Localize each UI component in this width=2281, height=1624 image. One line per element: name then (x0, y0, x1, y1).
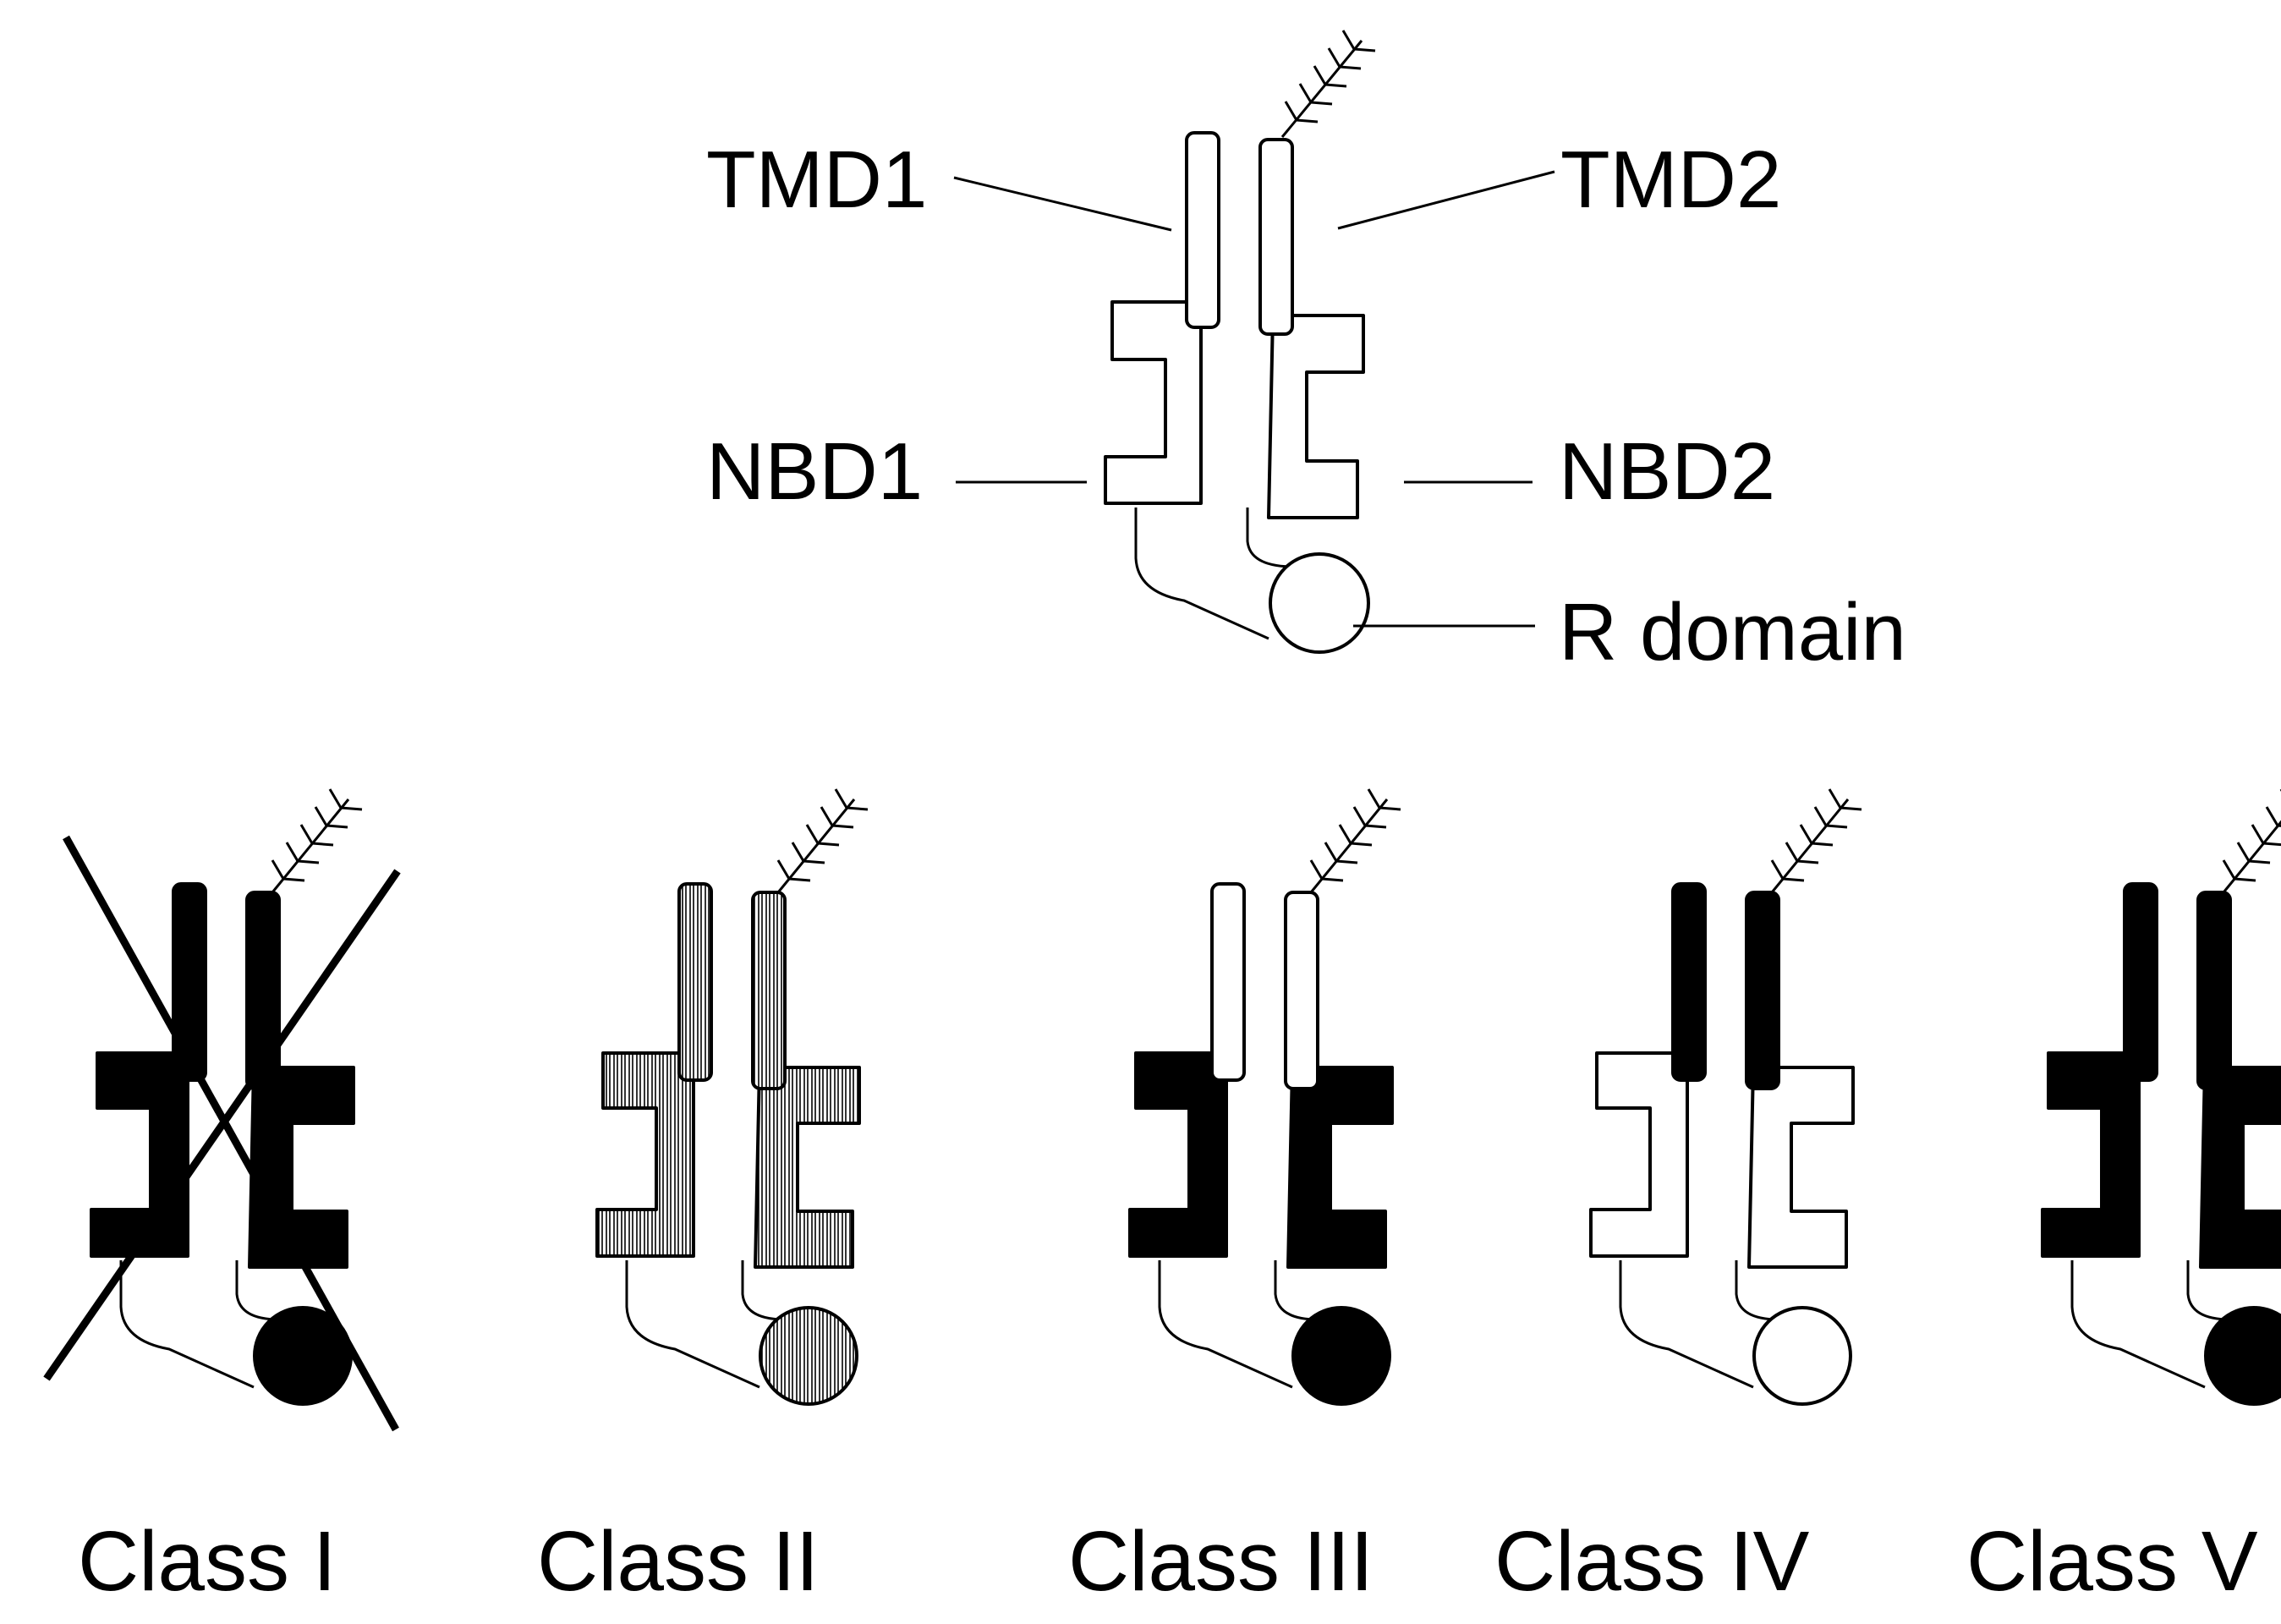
class-2-schematic (595, 788, 869, 1406)
class-5-schematic (2041, 789, 2281, 1406)
tmd2-shape (245, 891, 281, 1090)
glycosylation-tree-icon (1280, 30, 1376, 138)
nbd1-shape (1128, 1051, 1228, 1258)
nbd1-label: NBD1 (706, 426, 923, 517)
class-4-label: Class IV (1494, 1514, 1810, 1609)
glycosylation-tree-icon (773, 788, 869, 897)
nbd1-shape (1589, 1051, 1689, 1258)
nbd2-shape (1286, 1066, 1394, 1269)
tmd2-shape (1258, 138, 1294, 336)
tmd1-label: TMD1 (706, 134, 927, 225)
class-2-label: Class II (537, 1514, 819, 1609)
class-3-schematic (1128, 788, 1401, 1406)
glycosylation-tree-icon (1767, 788, 1862, 897)
tmd1-shape (172, 882, 207, 1082)
tmd2-shape (1284, 891, 1319, 1090)
tmd2-shape (1745, 891, 1780, 1090)
cross-out-line (63, 835, 399, 1432)
tmd2-shape (2196, 891, 2232, 1090)
tmd2-shape (751, 891, 787, 1090)
class-5-label: Class V (1966, 1514, 2258, 1609)
class-1-label: Class I (78, 1514, 337, 1609)
tmd1-shape (1210, 882, 1246, 1082)
glycosylation-tree-icon (1306, 788, 1401, 897)
nbd1-shape (595, 1051, 695, 1258)
tmd2-label: TMD2 (1560, 134, 1781, 225)
leader-lines (953, 170, 1555, 628)
tmd1-shape (677, 882, 713, 1082)
tmd1-shape (1671, 882, 1707, 1082)
nbd2-shape (1267, 314, 1365, 519)
r-domain-circle (1291, 1306, 1391, 1406)
nbd2-shape (1747, 1066, 1855, 1269)
glycosylation-tree-icon (267, 788, 363, 897)
r-domain-label: R domain (1559, 587, 1906, 678)
nbd1-shape (2041, 1051, 2141, 1258)
nbd2-shape (754, 1066, 861, 1269)
class-variant-row (43, 788, 2281, 1432)
nbd2-shape (2199, 1066, 2281, 1269)
r-domain-circle (1269, 552, 1370, 654)
tmd1-shape (1185, 131, 1220, 329)
class-1-schematic (43, 788, 401, 1432)
tmd1-shape (2123, 882, 2158, 1082)
nbd2-label: NBD2 (1559, 426, 1775, 517)
glycosylation-tree-icon (2218, 789, 2281, 897)
class-3-label: Class III (1068, 1514, 1374, 1609)
nbd1-shape (90, 1051, 189, 1258)
nbd2-shape (248, 1066, 355, 1269)
r-domain-circle (1752, 1306, 1852, 1406)
r-domain-circle (759, 1306, 858, 1406)
r-domain-circle (2204, 1306, 2281, 1406)
cross-out-line (43, 869, 401, 1381)
cftr-reference-schematic (1104, 30, 1376, 654)
class-4-schematic (1589, 788, 1862, 1406)
nbd1-shape (1104, 300, 1203, 505)
